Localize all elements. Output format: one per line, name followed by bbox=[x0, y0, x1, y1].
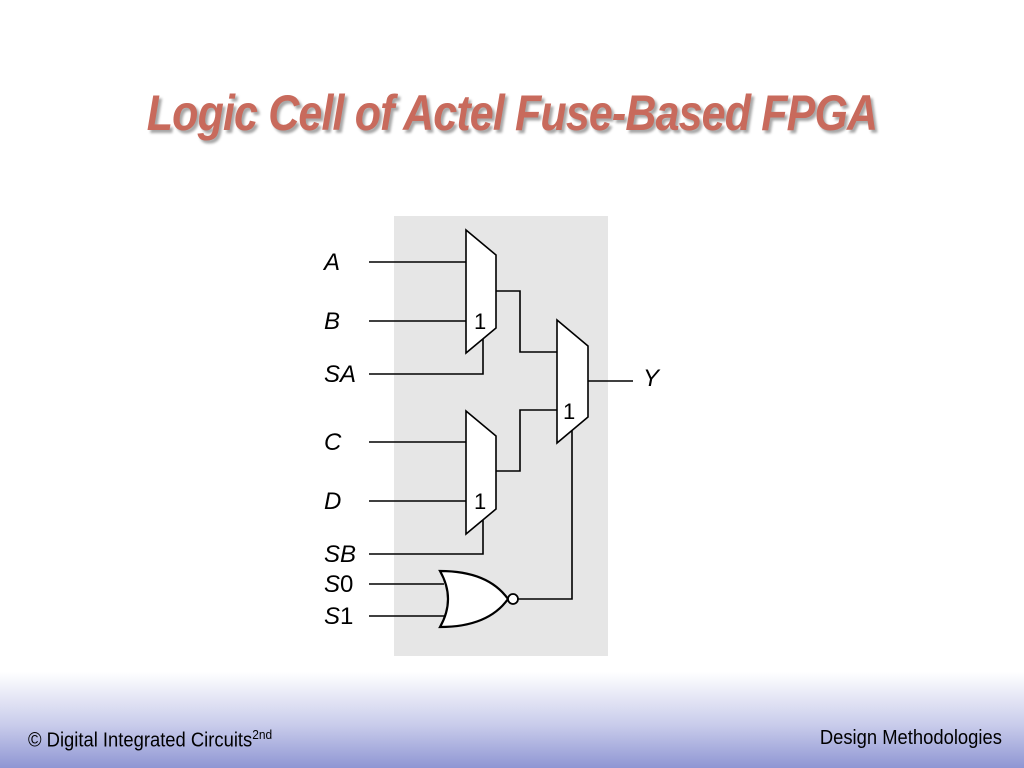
wire-mux-top-out bbox=[496, 290, 557, 353]
label-s1: S1 bbox=[324, 603, 353, 630]
slide-title: Logic Cell of Actel Fuse-Based FPGA bbox=[146, 85, 878, 141]
mux-top-label: 1 bbox=[474, 309, 486, 334]
label-s1-letter: S bbox=[324, 603, 340, 630]
label-s1-digit: 1 bbox=[340, 603, 353, 630]
label-s0-letter: S bbox=[324, 571, 340, 598]
mux-output-label: 1 bbox=[563, 399, 575, 424]
nor-gate-bubble bbox=[507, 593, 519, 605]
mux-top bbox=[465, 228, 497, 355]
label-s0: S0 bbox=[324, 571, 353, 598]
mux-output bbox=[556, 318, 589, 445]
label-d: D bbox=[324, 488, 341, 515]
label-s0-digit: 0 bbox=[340, 571, 353, 598]
wire-sa bbox=[369, 334, 484, 375]
footer-edition: 2nd bbox=[252, 727, 273, 742]
wire-mux-bottom-out bbox=[496, 409, 557, 472]
wire-sb bbox=[369, 516, 484, 555]
footer-copyright: © Digital Integrated Circuits bbox=[28, 729, 253, 752]
label-y: Y bbox=[643, 365, 661, 392]
mux-bottom-label: 1 bbox=[474, 489, 486, 514]
label-b: B bbox=[324, 308, 340, 335]
wire-nor-out bbox=[518, 426, 573, 600]
nor-gate bbox=[438, 569, 510, 629]
mux-bottom bbox=[465, 409, 497, 536]
logic-cell-diagram: 1 1 1 A B SA C D SB S0 S1 Y bbox=[322, 216, 661, 656]
footer-right: Design Methodologies bbox=[819, 727, 1002, 749]
label-a: A bbox=[322, 249, 340, 276]
label-sb: SB bbox=[324, 541, 356, 568]
footer-left: © Digital Integrated Circuits2nd bbox=[28, 727, 272, 753]
label-c: C bbox=[324, 429, 342, 456]
label-sa: SA bbox=[324, 361, 356, 388]
footer-bar: © Digital Integrated Circuits2nd Design … bbox=[0, 672, 1024, 768]
